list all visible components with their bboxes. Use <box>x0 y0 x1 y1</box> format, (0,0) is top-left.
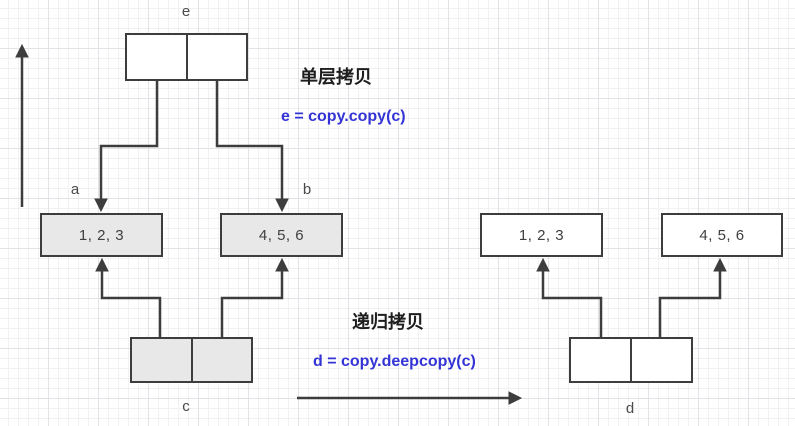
node-b-list[interactable]: 4, 5, 6 <box>220 213 343 257</box>
label-e: e <box>181 3 191 20</box>
node-d-list1[interactable]: 1, 2, 3 <box>480 213 603 257</box>
label-a: a <box>70 181 80 198</box>
deep-copy-heading: 递归拷贝 <box>352 312 424 332</box>
label-c: c <box>182 398 190 415</box>
node-d[interactable] <box>569 337 693 383</box>
node-b-value: 4, 5, 6 <box>258 226 305 244</box>
label-d: d <box>625 400 635 417</box>
node-c[interactable] <box>130 337 253 383</box>
node-e-cell-left[interactable] <box>127 35 188 79</box>
arrow-c-to-a[interactable] <box>95 257 162 337</box>
shallow-copy-heading: 单层拷贝 <box>300 67 372 87</box>
shallow-copy-code: e = copy.copy(c) <box>281 108 406 125</box>
node-d-cell-left[interactable] <box>571 339 632 381</box>
node-c-cell-right[interactable] <box>192 339 251 381</box>
node-e[interactable] <box>125 33 248 81</box>
arrow-e-to-a[interactable] <box>94 81 159 213</box>
deep-copy-code: d = copy.deepcopy(c) <box>313 353 476 370</box>
node-e-cell-right[interactable] <box>187 35 246 79</box>
node-a-list[interactable]: 1, 2, 3 <box>40 213 163 257</box>
label-b: b <box>302 181 312 198</box>
arrow-d-to-list2[interactable] <box>658 257 727 337</box>
node-d-list2[interactable]: 4, 5, 6 <box>661 213 783 257</box>
arrow-c-to-b[interactable] <box>220 257 289 337</box>
node-c-cell-left[interactable] <box>132 339 193 381</box>
node-a-value: 1, 2, 3 <box>78 226 125 244</box>
arrow-d-to-list1[interactable] <box>536 257 603 337</box>
node-d-list1-value: 1, 2, 3 <box>518 226 565 244</box>
node-d-cell-right[interactable] <box>632 339 691 381</box>
node-d-list2-value: 4, 5, 6 <box>699 226 745 244</box>
arrow-e-to-b[interactable] <box>215 81 289 213</box>
